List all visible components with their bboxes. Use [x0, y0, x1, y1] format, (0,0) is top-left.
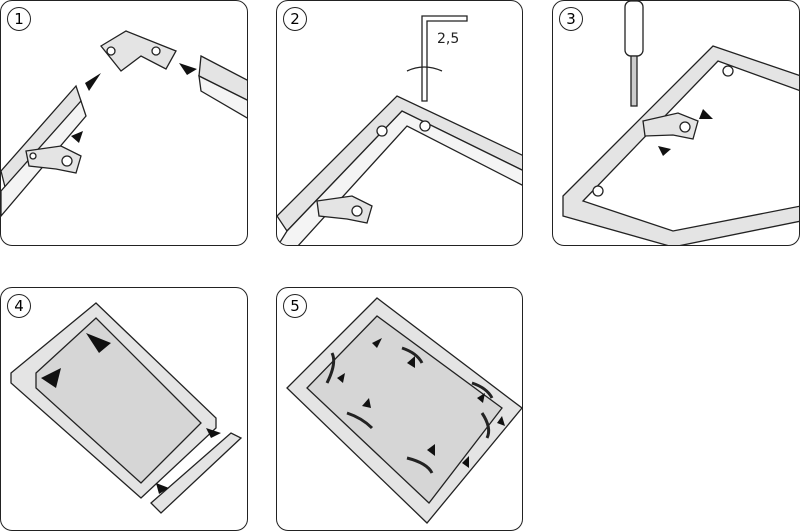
arrows	[658, 109, 713, 156]
arrows	[71, 63, 197, 143]
backing-panel	[35, 317, 202, 484]
step-1-illustration	[1, 30, 247, 218]
step-1-panel: 1	[0, 0, 248, 246]
arrows	[41, 333, 221, 494]
step-3-illustration	[562, 1, 799, 245]
screwdriver-icon	[624, 1, 644, 57]
corner-bracket	[100, 30, 177, 72]
step-2-panel: 2 2,5	[276, 0, 523, 246]
step-number: 3	[559, 7, 583, 31]
step-5-panel: 5	[276, 287, 523, 531]
backing-panel	[306, 315, 503, 504]
hanger-plate	[316, 195, 373, 224]
frame-profile-left	[1, 84, 82, 193]
step-number: 5	[283, 294, 307, 318]
step-4-illustration	[10, 302, 243, 514]
step-3-panel: 3	[552, 0, 800, 246]
hex-key-size-label: 2,5	[437, 31, 460, 47]
step-5-illustration	[286, 297, 522, 524]
frame	[562, 45, 799, 245]
step-number: 2	[283, 7, 307, 31]
arrows	[337, 338, 505, 468]
step-4-panel: 4	[0, 287, 248, 531]
frame-profile-right	[198, 54, 247, 101]
frame-side-profile	[150, 432, 243, 514]
step-2-illustration	[277, 15, 522, 245]
spring-clips	[325, 346, 494, 474]
step-number: 1	[7, 7, 31, 31]
hex-key-icon	[421, 15, 468, 102]
step-number: 4	[7, 294, 31, 318]
